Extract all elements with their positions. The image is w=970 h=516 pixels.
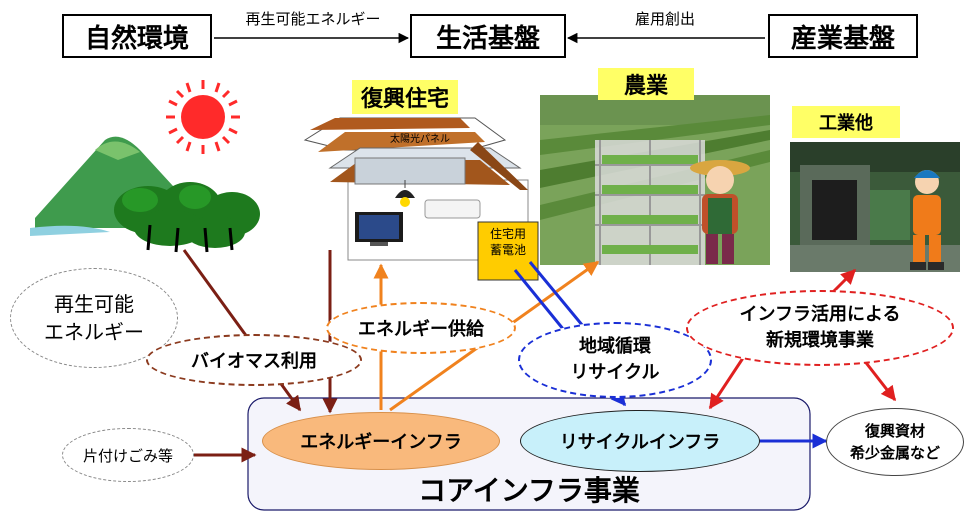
energy-supply-oval: エネルギー供給 (326, 302, 516, 354)
house-illustration (303, 117, 529, 261)
resources-line2: 希少金属など (849, 444, 940, 462)
arrow-infra-to-recycle (708, 354, 747, 410)
industry-base-label: 産業基盤 (790, 23, 895, 54)
cleanup-waste-label: 片付けごみ等 (82, 446, 173, 465)
renewable-line1: 再生可能 (54, 292, 134, 316)
arrow-forest-to-energy-infra (182, 249, 302, 412)
battery-label-line2: 蓄電池 (489, 243, 526, 257)
natural-environment-box: 自然環境 (62, 14, 212, 58)
energy-supply-label: エネルギー供給 (358, 319, 484, 340)
employment-arrow-label: 雇用創出 (634, 10, 695, 28)
biomass-oval: バイオマス利用 (146, 334, 362, 386)
battery-label: 住宅用 蓄電池 (478, 226, 538, 258)
sun-icon (166, 80, 240, 154)
recycle-infra-oval: リサイクルインフラ (520, 410, 760, 472)
industrial-label: 工業他 (792, 106, 900, 138)
mountain-forest-icon (30, 136, 260, 253)
resources-oval: 復興資材 希少金属など (826, 408, 964, 476)
recycle-infra-label: リサイクルインフラ (559, 432, 721, 453)
infra-business-line2: 新規環境事業 (766, 330, 874, 351)
factory-photo (790, 142, 960, 272)
infra-business-oval: インフラ活用による 新規環境事業 (686, 290, 954, 366)
renewable-line2: エネルギー (44, 320, 144, 344)
energy-infra-label: エネルギーインフラ (300, 432, 462, 453)
regional-recycle-oval: 地域循環 リサイクル (518, 322, 712, 398)
renewable-arrow-label: 再生可能エネルギー (245, 10, 381, 28)
industry-base-box: 産業基盤 (768, 14, 918, 58)
infra-business-line1: インフラ活用による (739, 304, 901, 325)
living-base-box: 生活基盤 (410, 14, 566, 58)
cleanup-waste-oval: 片付けごみ等 (62, 428, 194, 482)
farm-photo (540, 95, 770, 265)
living-base-label: 生活基盤 (435, 23, 540, 54)
solar-panel-label: 太陽光パネル (390, 134, 450, 145)
housing-label: 復興住宅 (352, 80, 458, 114)
regional-recycle-line2: リサイクル (570, 362, 660, 383)
resources-line1: 復興資材 (864, 422, 925, 440)
agriculture-label: 農業 (598, 68, 694, 100)
biomass-label: バイオマス利用 (191, 351, 317, 372)
home-battery-box (477, 221, 539, 281)
energy-infra-oval: エネルギーインフラ (262, 412, 500, 470)
battery-label-line1: 住宅用 (489, 227, 526, 241)
core-infra-title: コアインフラ事業 (418, 474, 640, 507)
natural-environment-label: 自然環境 (84, 23, 189, 54)
regional-recycle-line1: 地域循環 (579, 336, 651, 357)
